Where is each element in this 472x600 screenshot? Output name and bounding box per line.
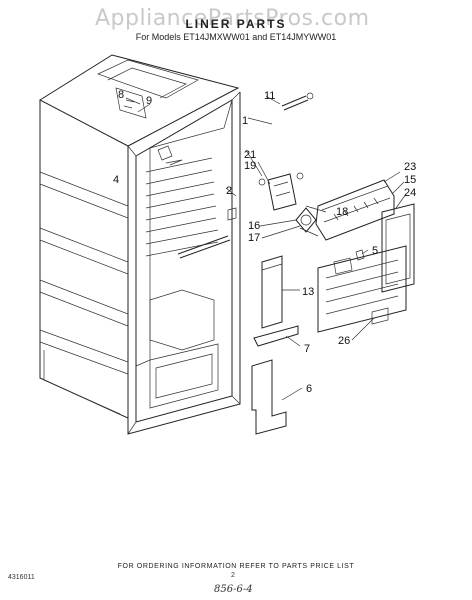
part-number-labels: 11 1 2 8 9 4 21 19 18 16 17 23 15 24 5 1… <box>113 89 416 395</box>
part-label: 15 <box>404 174 416 186</box>
part-label: 4 <box>113 174 119 186</box>
part-label: 6 <box>306 383 312 395</box>
part-label: 21 <box>244 149 256 161</box>
part-label: 13 <box>302 286 314 298</box>
part-label: 19 <box>244 160 256 172</box>
cabinet-outline <box>38 54 241 435</box>
diagram-title: LINER PARTS <box>185 17 287 31</box>
part-label: 16 <box>248 220 260 232</box>
handwritten-note: 856-6-4 <box>214 584 253 595</box>
part-label: 26 <box>338 335 350 347</box>
part-label: 11 <box>264 90 275 102</box>
part-label: 23 <box>404 161 416 173</box>
exploded-parts <box>227 92 415 435</box>
part-label: 5 <box>372 245 378 257</box>
document-number: 4316011 <box>8 574 35 581</box>
part-label: 1 <box>242 115 248 127</box>
part-label: 9 <box>146 95 152 107</box>
part-label: 18 <box>336 206 348 218</box>
part-label: 17 <box>248 232 260 244</box>
model-numbers: For Models ET14JMXWW01 and ET14JMYWW01 <box>135 32 337 42</box>
watermark: AppliancePartsPros.com <box>95 6 370 31</box>
part-label: 24 <box>404 187 416 199</box>
leader-lines <box>125 95 407 401</box>
ordering-note: FOR ORDERING INFORMATION REFER TO PARTS … <box>117 563 355 570</box>
part-label: 7 <box>304 343 310 355</box>
page-mark: 2 <box>231 572 235 579</box>
part-label: 8 <box>118 89 124 101</box>
part-label: 2 <box>226 185 232 197</box>
